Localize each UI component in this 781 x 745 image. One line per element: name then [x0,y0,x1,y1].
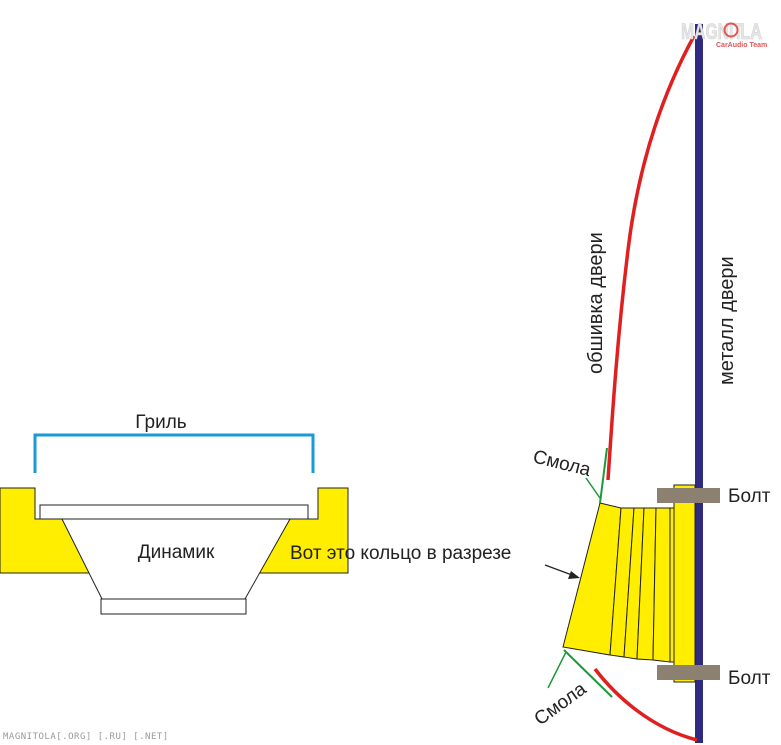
ring-section-label: Вот это кольцо в разрезе [290,543,511,564]
door-section: Вот это кольцо в разрезе обшивка двери м… [290,24,771,743]
speaker-flange [39,504,309,520]
bolt-top-label: Болт [728,486,771,507]
magnitola-logo: MAGNIT LA CarAudio Team [681,19,768,49]
resin-top-line [599,447,608,504]
door-trim-label: обшивка двери [585,232,607,374]
resin-top-leader [585,477,601,499]
ring-layer-5 [652,507,671,663]
watermark: MAGNITOLA[.ORG] [.RU] [.NET] [3,732,169,742]
resin-bottom-line [563,649,613,698]
door-trim-upper [606,35,696,481]
door-metal-label: металл двери [716,256,738,385]
ring-arrow-head [568,571,580,579]
grille [33,433,315,473]
bolt-bottom [657,665,720,680]
speaker-label: Динамик [138,542,215,563]
door-metal-panel [695,24,703,743]
logo-o-circle [723,22,739,38]
ring-arrow-line [544,564,573,576]
logo-text-b: LA [740,19,762,44]
door-trim-lower [593,667,698,742]
speaker-assembly: Гриль Динамик [0,412,349,615]
bolt-top [657,488,720,503]
speaker-magnet [100,598,247,615]
logo-text-a: MAGNIT [681,19,743,44]
resin-bottom-label: Смола [531,678,591,730]
resin-top-label: Смола [531,446,593,481]
resin-bottom-leader [547,651,567,689]
ring-mounting-flange [673,484,696,683]
grille-label: Гриль [135,412,186,433]
bolt-bottom-label: Болт [728,668,771,689]
logo-subtitle: CarAudio Team [716,42,767,49]
